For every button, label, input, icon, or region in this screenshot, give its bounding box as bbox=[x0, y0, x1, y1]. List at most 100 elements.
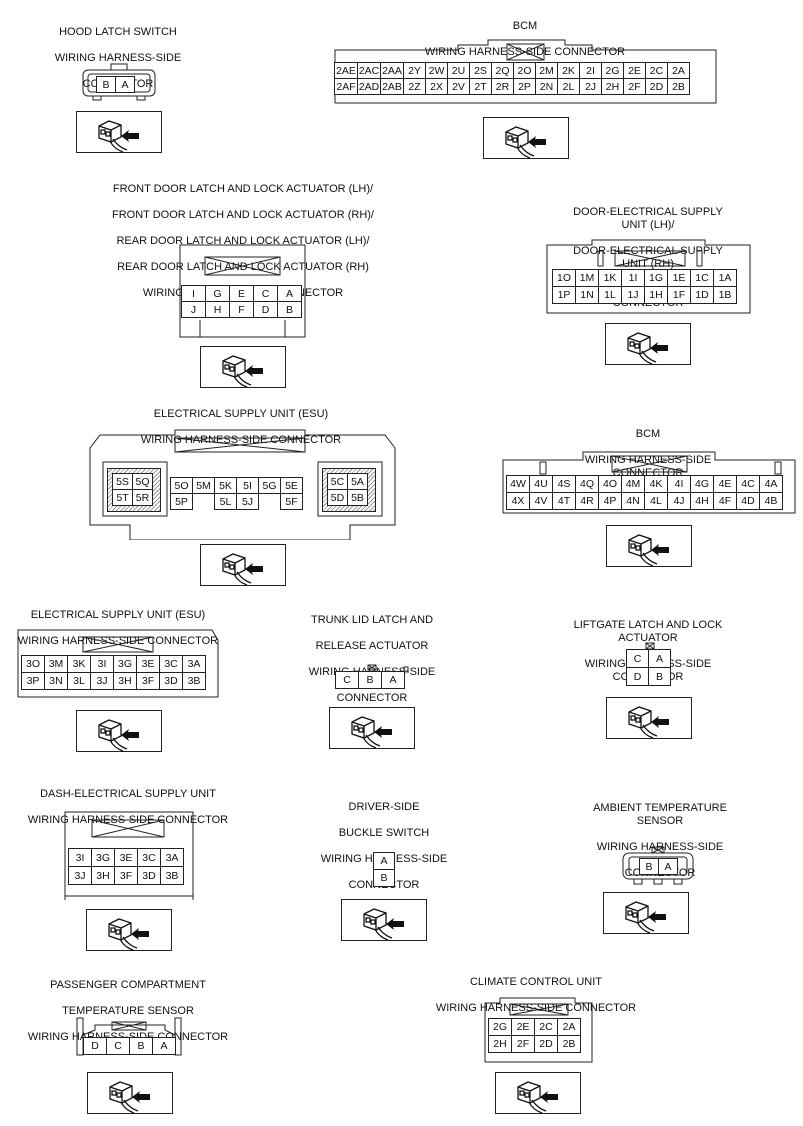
pin: A bbox=[277, 285, 302, 302]
pin: 2C bbox=[645, 62, 668, 79]
pin: J bbox=[181, 301, 206, 318]
pin: 5T bbox=[112, 489, 133, 506]
pin: 2H bbox=[601, 78, 624, 95]
trunk-pin-table: C B A bbox=[335, 671, 405, 689]
pin: 4Q bbox=[575, 475, 599, 493]
pin: 2B bbox=[667, 78, 690, 95]
pin: 2R bbox=[491, 78, 514, 95]
pin: 2F bbox=[623, 78, 646, 95]
pin: 1D bbox=[690, 286, 714, 304]
pin: 3F bbox=[136, 672, 160, 690]
pin: 3C bbox=[159, 655, 183, 673]
pin: 4N bbox=[621, 492, 645, 510]
pin: 4T bbox=[552, 492, 576, 510]
harness-view-icon bbox=[606, 697, 692, 739]
pin: D bbox=[83, 1037, 107, 1055]
pin: C bbox=[626, 649, 649, 668]
pin: 2Y bbox=[403, 62, 426, 79]
esu-5-title: ELECTRICAL SUPPLY UNIT (ESU) WIRING HARN… bbox=[140, 408, 342, 446]
passenger-pin-table: D C B A bbox=[83, 1037, 176, 1055]
pin: 2G bbox=[601, 62, 624, 79]
pin: 3F bbox=[114, 866, 138, 885]
harness-view-icon bbox=[605, 323, 691, 365]
ambient-title: AMBIENT TEMPERATURE SENSOR WIRING HARNES… bbox=[593, 802, 727, 879]
pin: 2B bbox=[557, 1035, 581, 1053]
pin: A bbox=[373, 852, 395, 870]
pin: 5A bbox=[347, 473, 368, 490]
pin: A bbox=[658, 858, 678, 875]
pin: 5I bbox=[236, 477, 259, 494]
pin: 4R bbox=[575, 492, 599, 510]
pin: 2N bbox=[535, 78, 558, 95]
pin: 2A bbox=[667, 62, 690, 79]
pin: 1J bbox=[621, 286, 645, 304]
pin: 1L bbox=[598, 286, 622, 304]
pin: 3A bbox=[160, 848, 184, 867]
pin: B bbox=[358, 671, 382, 689]
harness-view-icon bbox=[86, 909, 172, 951]
dash-esu-title: DASH-ELECTRICAL SUPPLY UNIT WIRING HARNE… bbox=[27, 788, 229, 826]
pin: 3K bbox=[67, 655, 91, 673]
pin: 4W bbox=[506, 475, 530, 493]
pin: 1C bbox=[690, 269, 714, 287]
pin: 2C bbox=[534, 1018, 558, 1036]
pin: 3D bbox=[159, 672, 183, 690]
esu-5-mid-pin-table: 5O 5M 5K 5I 5G 5E 5P 5L 5J 5F bbox=[170, 477, 303, 510]
pin: 1O bbox=[552, 269, 576, 287]
pin: 2AA bbox=[380, 62, 404, 79]
harness-view-icon bbox=[76, 111, 162, 153]
pin: 2G bbox=[488, 1018, 512, 1036]
esu-3-pin-table: 3O 3M 3K 3I 3G 3E 3C 3A 3P 3N 3L 3J 3H 3… bbox=[21, 655, 206, 690]
trunk-title: TRUNK LID LATCH AND RELEASE ACTUATOR WIR… bbox=[308, 614, 436, 704]
pin: 1I bbox=[621, 269, 645, 287]
pin: C bbox=[253, 285, 278, 302]
pin: 4L bbox=[644, 492, 668, 510]
pin: 2D bbox=[645, 78, 668, 95]
harness-view-icon bbox=[341, 899, 427, 941]
buckle-pin-table: A B bbox=[373, 852, 395, 887]
pin: C bbox=[106, 1037, 130, 1055]
pin: 3B bbox=[182, 672, 206, 690]
pin: 5B bbox=[347, 489, 368, 506]
pin: 4X bbox=[506, 492, 530, 510]
pin: 2P bbox=[513, 78, 536, 95]
pin: A bbox=[381, 671, 405, 689]
harness-view-icon bbox=[76, 710, 162, 752]
pin: 4S bbox=[552, 475, 576, 493]
pin: 2L bbox=[557, 78, 580, 95]
pin: 4D bbox=[736, 492, 760, 510]
pin: B bbox=[129, 1037, 153, 1055]
pin: 2Z bbox=[403, 78, 426, 95]
harness-view-icon bbox=[483, 117, 569, 159]
pin: 2W bbox=[425, 62, 448, 79]
pin: 3B bbox=[160, 866, 184, 885]
pin: C bbox=[335, 671, 359, 689]
pin: 4V bbox=[529, 492, 553, 510]
pin: 3E bbox=[136, 655, 160, 673]
pin: 5R bbox=[132, 489, 153, 506]
pin: B bbox=[648, 667, 671, 686]
pin: 2K bbox=[557, 62, 580, 79]
harness-view-icon bbox=[606, 525, 692, 567]
pin: E bbox=[229, 285, 254, 302]
pin: D bbox=[253, 301, 278, 318]
pin: A bbox=[648, 649, 671, 668]
pin: 2AC bbox=[357, 62, 381, 79]
pin: A bbox=[115, 76, 135, 93]
pin: 2Q bbox=[491, 62, 514, 79]
pin: 4M bbox=[621, 475, 645, 493]
pin: 5L bbox=[214, 493, 237, 510]
pin: 1K bbox=[598, 269, 622, 287]
pin: 1F bbox=[667, 286, 691, 304]
pin: 3J bbox=[68, 866, 92, 885]
pin: 1H bbox=[644, 286, 668, 304]
pin: 3E bbox=[114, 848, 138, 867]
pin: 1B bbox=[713, 286, 737, 304]
pin: 4C bbox=[736, 475, 760, 493]
pin: 5F bbox=[280, 493, 303, 510]
pin: 3I bbox=[90, 655, 114, 673]
pin: 5E bbox=[280, 477, 303, 494]
pin: 5S bbox=[112, 473, 133, 490]
